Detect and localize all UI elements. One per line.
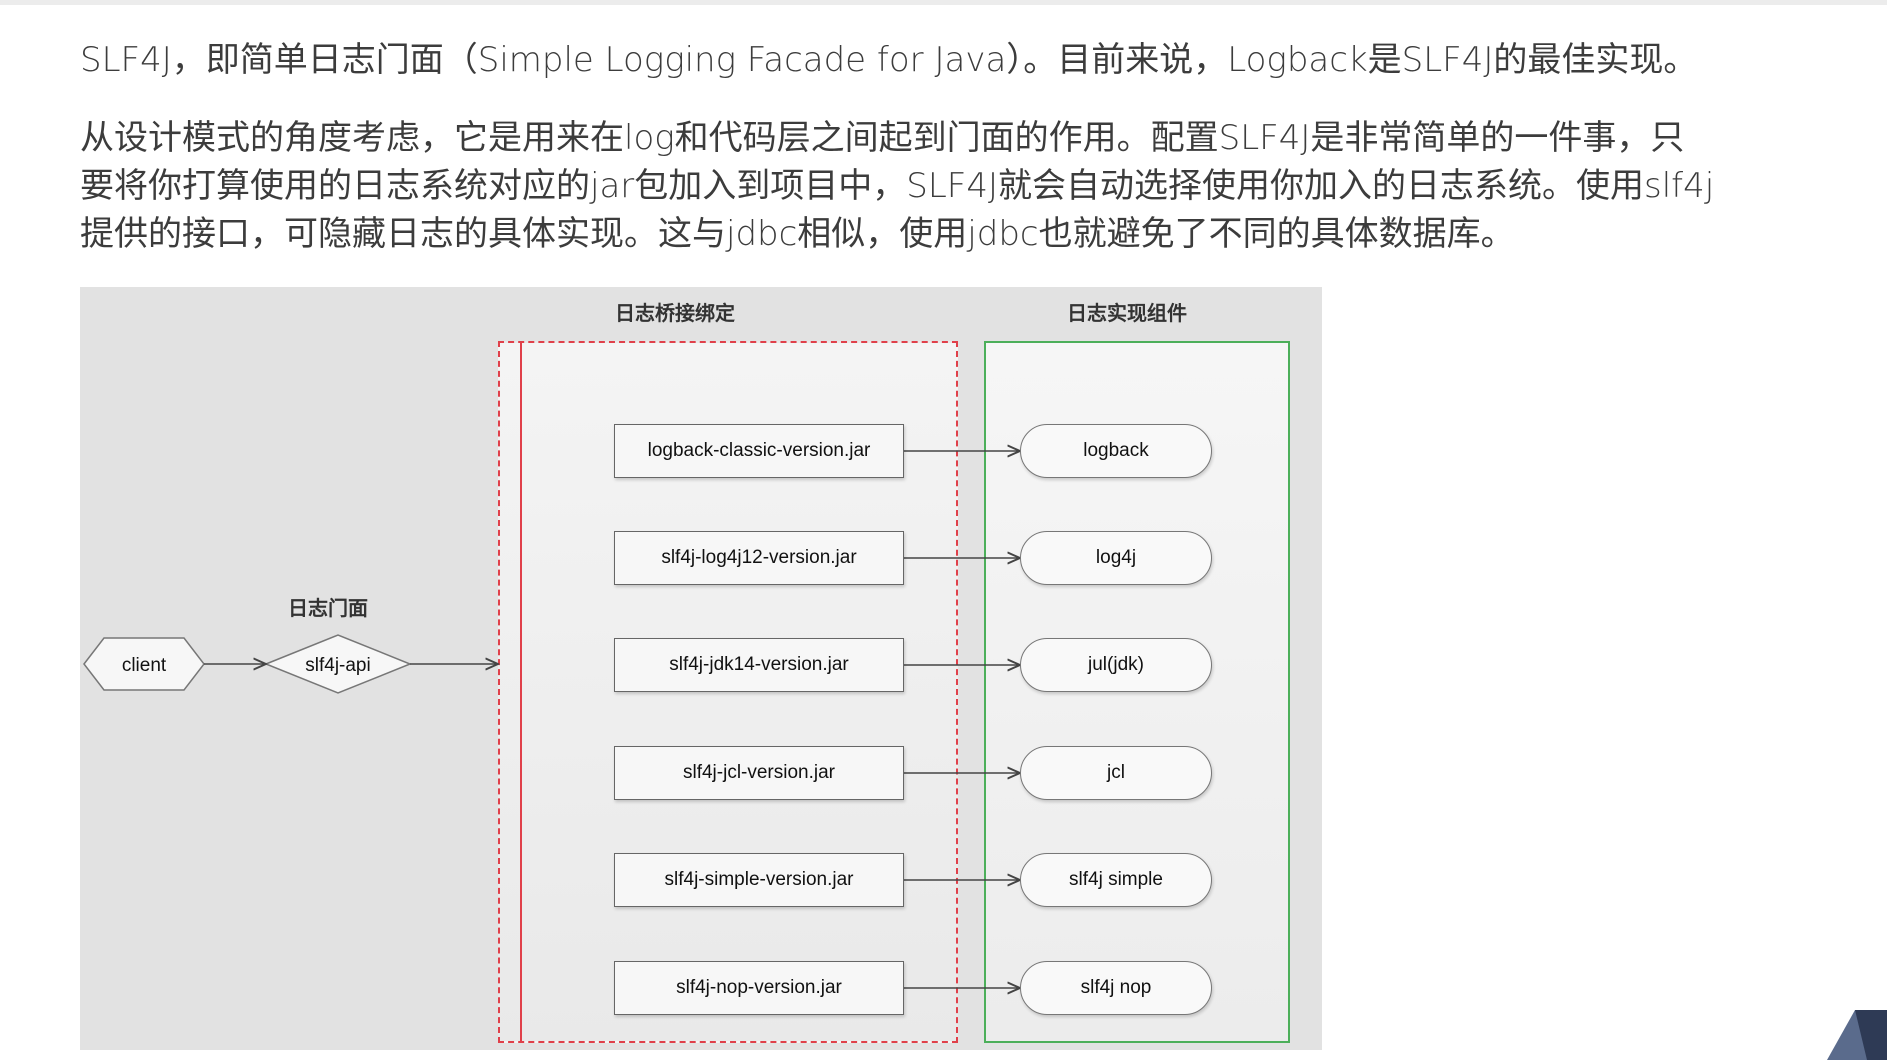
impl-node-logback: logback xyxy=(1020,424,1212,478)
impl-node-slf4j-simple: slf4j simple xyxy=(1020,853,1212,907)
description-line-1: 从设计模式的角度考虑，它是用来在log和代码层之间起到门面的作用。配置SLF4J… xyxy=(80,118,1685,158)
jar-box-slf4j-jcl: slf4j-jcl-version.jar xyxy=(614,746,904,800)
impl-node-slf4j-nop: slf4j nop xyxy=(1020,961,1212,1015)
jar-box-slf4j-log4j12: slf4j-log4j12-version.jar xyxy=(614,531,904,585)
impl-node-log4j: log4j xyxy=(1020,531,1212,585)
impl-node-jcl: jcl xyxy=(1020,746,1212,800)
diagram-connectors: client slf4j-api xyxy=(83,287,1322,1050)
slf4j-api-label: slf4j-api xyxy=(305,655,370,676)
description-line-2: 要将你打算使用的日志系统对应的jar包加入到项目中，SLF4J就会自动选择使用你… xyxy=(80,166,1715,206)
impl-title: 日志实现组件 xyxy=(1067,301,1187,325)
impl-node-jul: jul(jdk) xyxy=(1020,638,1212,692)
bridge-title: 日志桥接绑定 xyxy=(615,301,735,325)
facade-title: 日志门面 xyxy=(288,596,368,620)
top-divider xyxy=(0,0,1887,5)
jar-box-slf4j-nop: slf4j-nop-version.jar xyxy=(614,961,904,1015)
description-line-3: 提供的接口，可隐藏日志的具体实现。这与jdbc相似，使用jdbc也就避免了不同的… xyxy=(80,214,1515,254)
jar-box-slf4j-jdk14: slf4j-jdk14-version.jar xyxy=(614,638,904,692)
jar-box-logback-classic: logback-classic-version.jar xyxy=(614,424,904,478)
corner-decoration xyxy=(1827,1010,1887,1060)
jar-box-slf4j-simple: slf4j-simple-version.jar xyxy=(614,853,904,907)
slf4j-architecture-diagram: 日志桥接绑定 日志实现组件 日志门面 client slf4j-api logb… xyxy=(80,287,1322,1050)
bridge-panel-rule xyxy=(520,343,522,1041)
client-label: client xyxy=(122,655,167,676)
intro-paragraph: SLF4J，即简单日志门面（Simple Logging Facade for … xyxy=(80,40,1698,80)
